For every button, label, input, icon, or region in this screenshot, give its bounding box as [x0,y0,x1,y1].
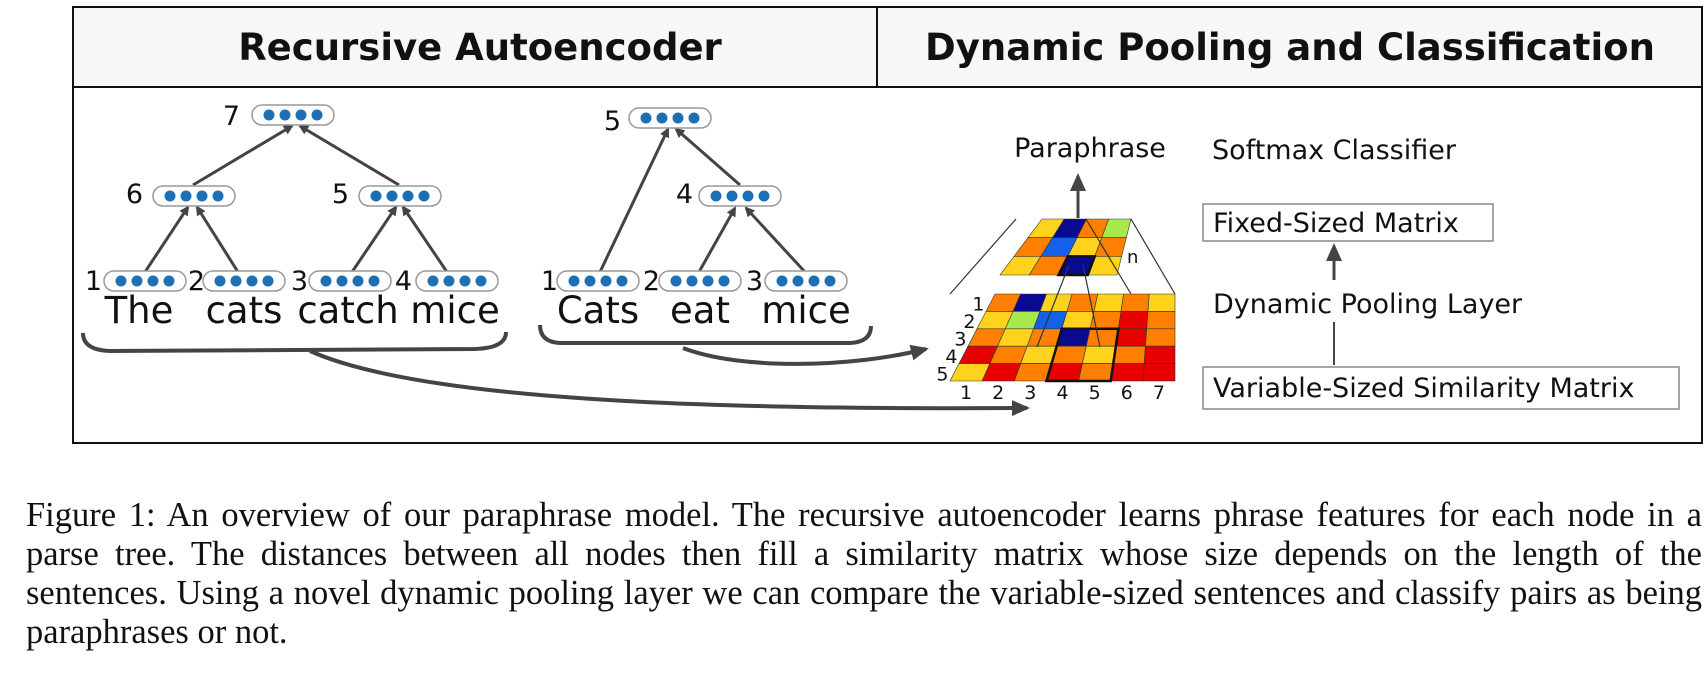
matrix-column-number: 6 [1121,382,1133,404]
pooled-matrix-n-label: n [1127,247,1138,268]
sentence2-to-matrix-arrow [682,344,929,366]
tree1-cats-neuron [202,270,286,292]
fixed-sized-pooled-matrix-grid [999,218,1132,277]
similarity-cell [1093,293,1124,312]
tree1-mice-neuron [415,270,499,292]
tree1-leaf-2-number: 2 [188,266,205,297]
pooled-cell-highlight [1056,255,1097,277]
variable-sized-matrix-label: Variable-Sized Similarity Matrix [1213,373,1634,404]
tree2-leaf-1-number: 1 [541,266,558,297]
tree2-leaf-2-number: 2 [643,266,660,297]
figure-caption: Figure 1: An overview of our paraphrase … [26,496,1702,651]
tree2-edges [598,127,807,274]
similarity-cell [1066,293,1099,312]
similarity-cell [1145,328,1176,347]
tree1-node-7-number: 7 [223,101,240,132]
tree1-leaf-4-number: 4 [395,266,412,297]
variable-sized-similarity-matrix-grid [949,293,1176,383]
sentence1-to-matrix-arrow [309,349,1030,417]
fixed-sized-matrix-box [1202,203,1494,242]
similarity-cell [1118,311,1149,330]
similarity-cell [1078,363,1114,382]
tree1-node6-neuron [152,185,236,207]
matrix-row-number: 1 [972,294,984,316]
dynamic-pooling-layer-label: Dynamic Pooling Layer [1213,289,1523,320]
tree1-node-6-number: 6 [126,179,143,210]
model-overview-figure: Recursive Autoencoder Dynamic Pooling an… [72,6,1703,444]
tree2-node-4-number: 4 [676,179,693,210]
tree2-eat-neuron [658,270,742,292]
pipeline-legend: Softmax Classifier Fixed-Sized Matrix Dy… [1202,135,1680,410]
similarity-cell [1147,293,1176,312]
parse-tree-sentence-2: 5 4 1 2 3 Cats eat mice [538,106,873,345]
recursive-autoencoder-header: Recursive Autoencoder [238,26,722,69]
tree1-word-the: The [104,289,174,332]
matrix-row-number: 5 [936,363,948,385]
tree2-word-cats: Cats [557,289,639,332]
similarity-cell [1061,311,1095,330]
matrix-row-number: 4 [945,346,957,368]
tree1-node5-neuron [358,185,442,207]
similarity-cell [1082,345,1117,364]
tree1-leaf-1-number: 1 [85,266,102,297]
tree1-word-catch: catch [297,289,398,332]
similarity-cell [1120,293,1150,312]
matrix-column-number: 1 [960,382,972,404]
tree1-word-cats: cats [206,289,283,332]
similarity-cell [1115,328,1148,347]
matrix-column-number: 7 [1153,382,1165,404]
parse-tree-sentence-1: 7 6 5 1 2 3 4 The cats catch mice [81,101,508,354]
fixed-sized-matrix-label: Fixed-Sized Matrix [1213,208,1459,239]
softmax-classifier-label: Softmax Classifier [1212,135,1457,166]
neuron-nodes [103,104,848,292]
matrix-column-number: 4 [1056,382,1068,404]
tree2-brace [538,324,873,345]
paraphrase-label: Paraphrase [1014,133,1166,164]
dynamic-pooling-header: Dynamic Pooling and Classification [925,26,1655,69]
pooling-region-highlight [1044,327,1120,383]
tree1-node-5-number: 5 [332,179,349,210]
tree1-edges [143,124,449,273]
tree1-catch-neuron [308,270,392,292]
tree1-brace [81,331,508,354]
similarity-cell [1110,363,1145,382]
matrix-column-number: 5 [1089,382,1101,404]
tree2-node4-neuron [698,185,782,207]
matrix-column-number: 3 [1024,382,1036,404]
tree1-leaf-3-number: 3 [291,266,308,297]
pooling-projection-lines [949,218,1176,348]
tree2-root-neuron [628,107,712,129]
tree2-word-eat: eat [670,289,730,332]
similarity-cell [1143,345,1176,364]
matrix-row-number: 2 [963,311,975,333]
similarity-cell [1142,363,1176,382]
similarity-cell [1085,328,1119,347]
tree1-the-neuron [103,270,187,292]
tree2-node-5-number: 5 [604,106,621,137]
similarity-cell [1112,345,1146,364]
tree1-root-neuron [251,104,335,126]
variable-sized-matrix-box [1202,366,1680,410]
similarity-cell [1146,311,1176,330]
tree1-word-mice: mice [410,289,499,332]
tree2-mice-neuron [764,270,848,292]
tree2-leaf-3-number: 3 [746,266,763,297]
matrix-row-number: 3 [954,329,966,351]
matrix-column-number: 2 [992,382,1004,404]
tree2-word-mice: mice [761,289,850,332]
tree2-cats-neuron [556,270,640,292]
